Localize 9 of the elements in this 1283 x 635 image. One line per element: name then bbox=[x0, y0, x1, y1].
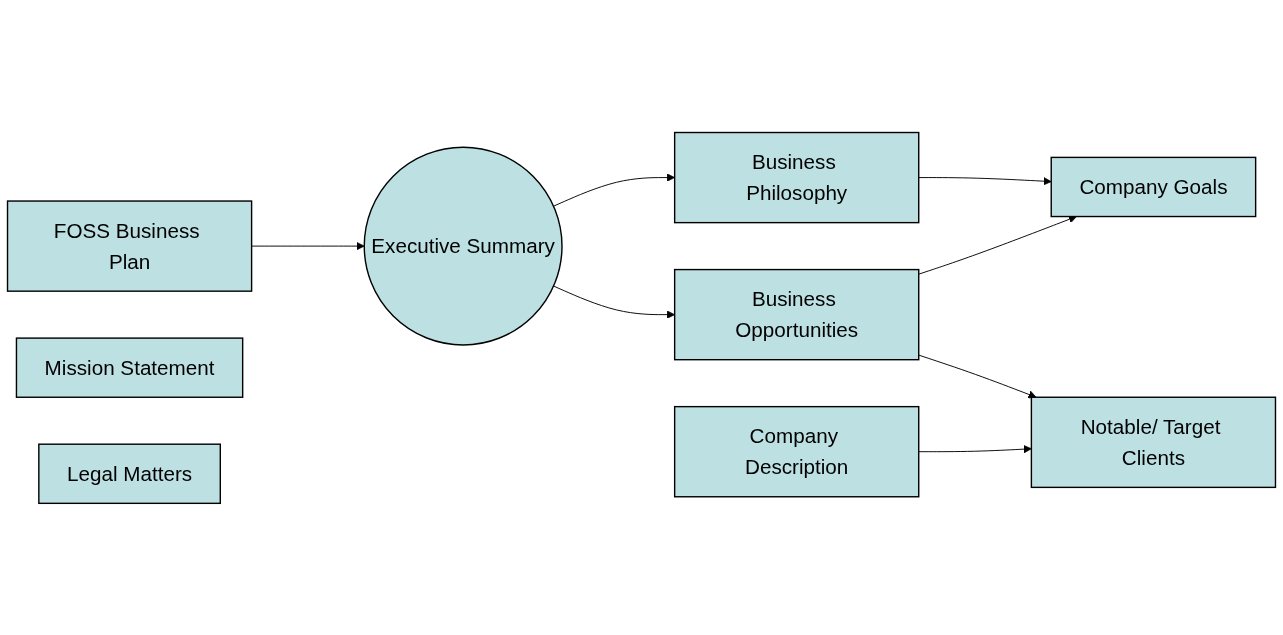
node-circle: Executive Summary bbox=[363, 146, 563, 346]
node-box: Business Opportunities bbox=[673, 268, 920, 360]
node-box: Business Philosophy bbox=[673, 131, 920, 223]
node-box: Company Description bbox=[673, 405, 920, 498]
node-box: Legal Matters bbox=[38, 443, 221, 504]
node-box: Mission Statement bbox=[15, 336, 244, 398]
node-box: Notable/ Target Clients bbox=[1030, 396, 1277, 488]
node-box: Company Goals bbox=[1050, 156, 1257, 217]
node-box: FOSS Business Plan bbox=[6, 199, 253, 292]
